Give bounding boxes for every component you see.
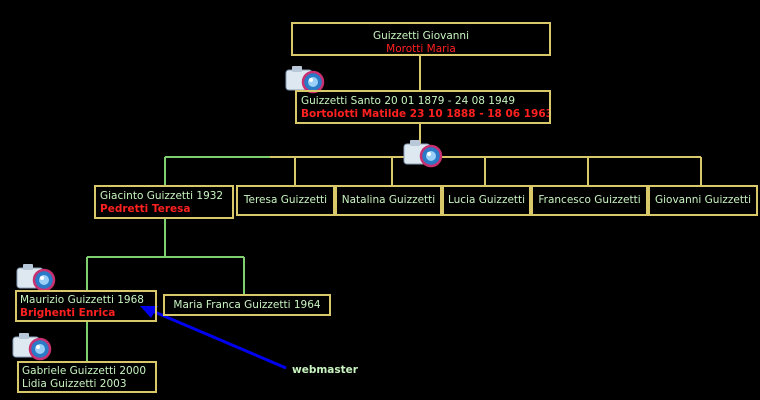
person-maria-franca[interactable]: Maria Franca Guizzetti 1964 xyxy=(163,294,331,316)
teresa-name: Teresa Guizzetti xyxy=(243,194,328,206)
person-francesco[interactable]: Francesco Guizzetti xyxy=(531,185,648,216)
webmaster-arrow-line xyxy=(149,308,287,370)
person-santo[interactable]: Guizzetti Santo 20 01 1879 - 24 08 1949 … xyxy=(295,90,551,124)
person-teresa[interactable]: Teresa Guizzetti xyxy=(236,185,335,216)
giacinto-name: Giacinto Guizzetti 1932 xyxy=(100,190,224,202)
natalina-name: Natalina Guizzetti xyxy=(341,194,436,206)
person-giacinto[interactable]: Giacinto Guizzetti 1932 Pedretti Teresa xyxy=(94,185,234,219)
camera-icon[interactable] xyxy=(401,136,443,170)
gabriele-name: Gabriele Guizzetti 2000 xyxy=(22,365,147,377)
person-maurizio[interactable]: Maurizio Guizzetti 1968 Brighenti Enrica xyxy=(15,290,157,322)
giovanni-name: Giovanni Guizzetti xyxy=(654,194,752,206)
santo-name: Guizzetti Santo 20 01 1879 - 24 08 1949 xyxy=(301,95,516,107)
santo-spouse: Bortolotti Matilde 23 10 1888 - 18 06 19… xyxy=(301,108,551,120)
maria-franca-name: Maria Franca Guizzetti 1964 xyxy=(173,298,321,311)
camera-icon[interactable] xyxy=(283,62,325,96)
person-root[interactable]: Guizzetti Giovanni Morotti Maria xyxy=(291,22,551,56)
maurizio-name: Maurizio Guizzetti 1968 xyxy=(20,294,144,306)
root-spouse: Morotti Maria xyxy=(386,43,456,55)
francesco-name: Francesco Guizzetti xyxy=(538,194,641,206)
webmaster-arrow-head xyxy=(140,306,158,318)
person-natalina[interactable]: Natalina Guizzetti xyxy=(335,185,442,216)
lucia-name: Lucia Guizzetti xyxy=(447,194,526,206)
webmaster-label: webmaster xyxy=(292,364,358,376)
person-lucia[interactable]: Lucia Guizzetti xyxy=(442,185,531,216)
camera-icon[interactable] xyxy=(14,260,56,294)
lidia-name: Lidia Guizzetti 2003 xyxy=(22,378,127,390)
giacinto-spouse: Pedretti Teresa xyxy=(100,203,191,215)
camera-icon[interactable] xyxy=(10,329,52,363)
person-giovanni[interactable]: Giovanni Guizzetti xyxy=(648,185,758,216)
person-great-grandchildren[interactable]: Gabriele Guizzetti 2000 Lidia Guizzetti … xyxy=(17,361,157,393)
root-name: Guizzetti Giovanni xyxy=(372,30,470,42)
maurizio-spouse: Brighenti Enrica xyxy=(20,307,116,319)
